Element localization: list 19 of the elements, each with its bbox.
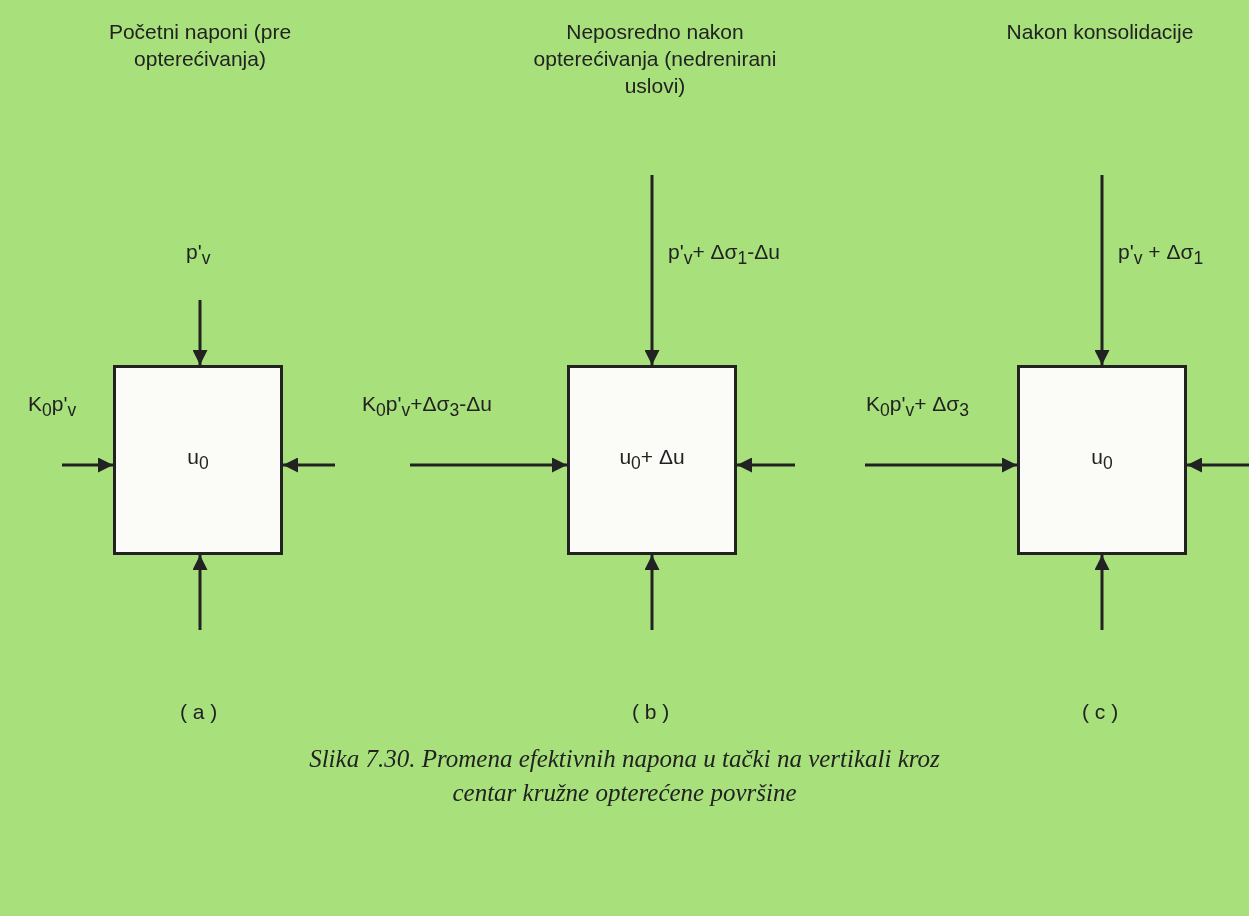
- stress-label: K$_{0}$p'$_{v}$+ Δσ$_{3}$: [866, 392, 970, 422]
- pore-pressure-label: u$_{0}$: [1091, 445, 1113, 475]
- panel-label: ( b ): [632, 700, 670, 724]
- stress-label: p'$_{v}$: [186, 240, 211, 270]
- pore-pressure-label: u$_{0}$: [187, 445, 209, 475]
- panel-label: ( a ): [180, 700, 218, 724]
- stress-label: p'$_{v}$+ Δσ$_{1}$-Δu: [668, 240, 780, 270]
- soil-element-box: [567, 365, 737, 555]
- soil-element-box: [113, 365, 283, 555]
- stress-label: K$_{0}$p'$_{v}$: [28, 392, 77, 422]
- panel-heading: Početni naponi (pre opterećivanja): [107, 19, 293, 72]
- figure-caption: Slika 7.30. Promena efektivnih napona u tački na vertikali kroz centar kružne opterećene površine: [308, 744, 941, 808]
- panel-label: ( c ): [1082, 700, 1119, 724]
- panel-heading: Nakon konsolidacije: [1005, 19, 1195, 45]
- panel-heading: Neposredno nakon opterećivanja (nedrenirani uslovi): [532, 19, 778, 99]
- stress-label: p'$_{v}$ + Δσ$_{1}$: [1118, 240, 1204, 270]
- soil-element-box: [1017, 365, 1187, 555]
- pore-pressure-label: u$_{0}$+ Δu: [619, 445, 685, 475]
- stress-label: K$_{0}$p'$_{v}$+Δσ$_{3}$-Δu: [362, 392, 492, 422]
